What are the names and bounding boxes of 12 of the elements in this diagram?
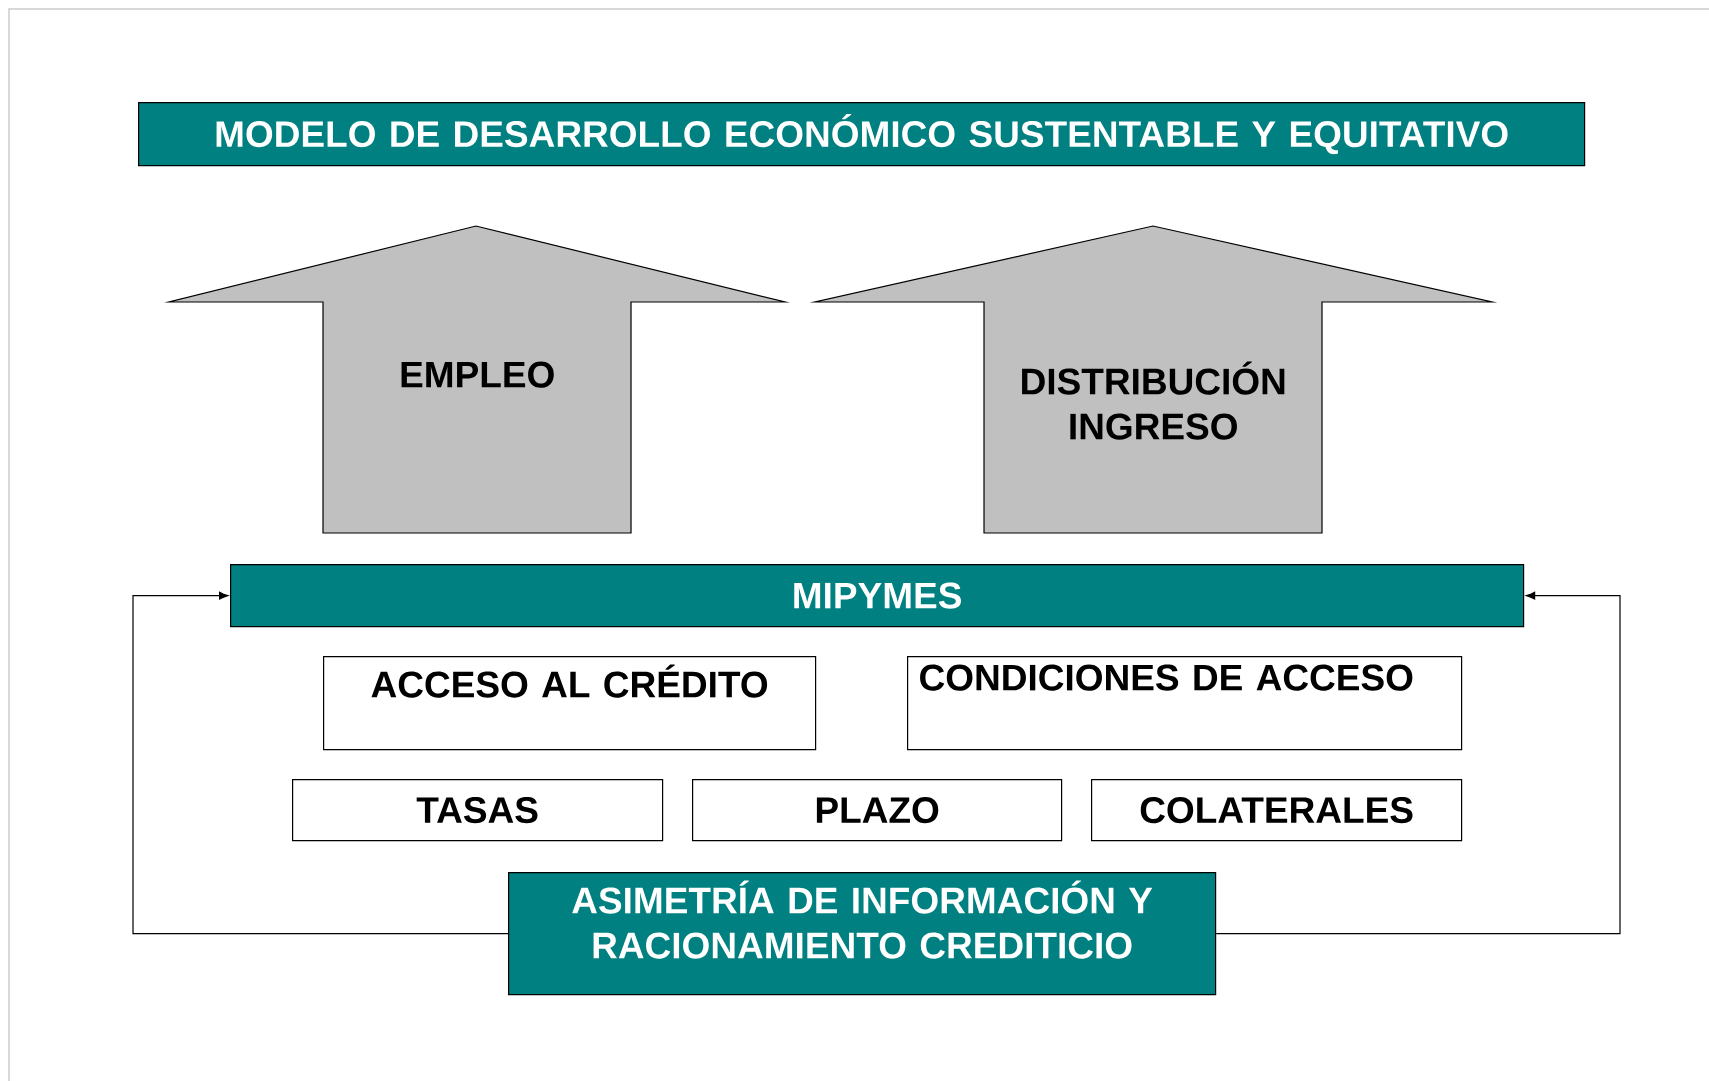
text-box: ACCESO AL CRÉDITO	[323, 656, 817, 751]
arrow	[132, 591, 509, 935]
text-box: CONDICIONES DE ACCESO	[907, 656, 1463, 751]
text-box: TASAS	[292, 779, 664, 842]
banner-box: ASIMETRÍA DE INFORMACIÓN Y RACIONAMIENTO CREDITICIO	[508, 872, 1217, 996]
banner-box: MODELO DE DESARROLLO ECONÓMICO SUSTENTABLE Y EQUITATIVO	[138, 102, 1586, 167]
text-box: PLAZO	[692, 779, 1063, 842]
banner-box: MIPYMES	[230, 564, 1525, 628]
arrow	[1215, 591, 1621, 935]
text-box: COLATERALES	[1091, 779, 1463, 842]
house-shaped-box: DISTRIBUCIÓN INGRESO	[809, 225, 1498, 534]
house-shaped-box: EMPLEO	[164, 225, 790, 534]
